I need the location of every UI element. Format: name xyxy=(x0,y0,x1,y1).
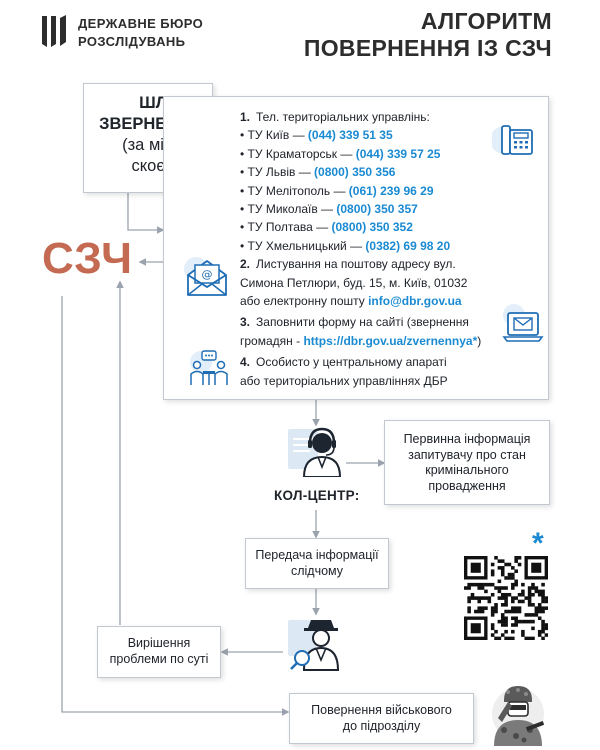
item3-line2a: громадян - xyxy=(240,333,304,348)
phone-row: • ТУ Миколаїв — (0800) 350 357 xyxy=(240,200,481,218)
item2-num: 2. xyxy=(240,257,251,272)
soldier-icon xyxy=(492,686,545,746)
contacts-list: 1. Тел. територіальних управлінь: • ТУ Ки… xyxy=(240,108,481,390)
office-phone[interactable]: (061) 239 96 29 xyxy=(348,183,434,198)
szch-label: СЗЧ xyxy=(42,234,133,283)
item2-line1: Листування на поштову адресу вул. xyxy=(256,257,456,272)
phone-row: • ТУ Київ — (044) 339 51 35 xyxy=(240,126,481,144)
arrow-paths-to-contacts xyxy=(127,192,165,234)
office-name: ТУ Мелітополь — xyxy=(247,183,349,198)
phone-row: • ТУ Хмельницький — (0382) 69 98 20 xyxy=(240,237,481,255)
item1-num: 1. xyxy=(240,110,251,124)
call-operator-icon xyxy=(288,427,342,477)
logo-emblem-icon xyxy=(42,15,66,47)
item1-title: Тел. територіальних управлінь: xyxy=(256,110,430,124)
phone-row: • ТУ Мелітополь — (061) 239 96 29 xyxy=(240,182,481,200)
info-line2: запитувачу про стан xyxy=(408,447,526,462)
transfer-line1: Передача інформації xyxy=(255,548,379,562)
item3-line2b: ) xyxy=(477,333,482,348)
office-name: ТУ Полтава — xyxy=(247,220,332,235)
office-phone[interactable]: (0800) 350 356 xyxy=(314,165,396,180)
svg-text:@: @ xyxy=(202,268,213,281)
email-icon: @ xyxy=(184,257,227,296)
asterisk-mark: * xyxy=(532,527,544,560)
laptop-mail-icon xyxy=(502,304,544,342)
item2-line2: Симона Петлюри, буд. 15, м. Київ, 01032 xyxy=(240,275,468,290)
logo-text: ДЕРЖАВНЕ БЮРО РОЗСЛІДУВАНЬ xyxy=(78,15,203,51)
contacts-box xyxy=(163,96,549,400)
office-name: ТУ Київ — xyxy=(247,128,308,143)
qr-code[interactable] xyxy=(464,556,548,640)
office-name: ТУ Хмельницький — xyxy=(247,238,366,253)
resolve-line2: проблеми по суті xyxy=(109,651,209,666)
bullet: • xyxy=(240,202,245,217)
bullet: • xyxy=(240,220,245,235)
callcenter-info-box: Первинна інформація запитувачу про стан … xyxy=(384,420,550,505)
investigator-icon xyxy=(288,620,340,671)
bullet: • xyxy=(240,146,245,161)
resolve-box: Вирішення проблеми по суті xyxy=(97,626,221,678)
return-box: Повернення військового до підрозділу xyxy=(289,693,474,744)
email-link[interactable]: info@dbr.gov.ua xyxy=(368,294,462,309)
office-phone[interactable]: (0382) 69 98 20 xyxy=(365,238,451,253)
info-line4: провадження xyxy=(428,478,506,493)
return-line1: Повернення військового xyxy=(311,703,452,717)
page-title: АЛГОРИТМ ПОВЕРНЕННЯ ІЗ СЗЧ xyxy=(304,8,552,62)
bullet: • xyxy=(240,183,245,198)
phone-icon xyxy=(492,125,533,155)
item3-num: 3. xyxy=(240,315,251,330)
meeting-icon xyxy=(190,350,228,385)
return-line2: до підрозділу xyxy=(342,718,421,733)
title-line1: АЛГОРИТМ xyxy=(420,8,552,34)
office-name: ТУ Львів — xyxy=(247,165,315,180)
office-name: ТУ Миколаїв — xyxy=(247,202,337,217)
office-phone[interactable]: (044) 339 51 35 xyxy=(307,128,393,143)
item4-line1: Особисто у центральному апараті xyxy=(256,355,447,370)
website-link[interactable]: https://dbr.gov.ua/zvernennya* xyxy=(303,333,478,348)
item2-line3: або електронну пошту xyxy=(240,294,369,309)
office-phone[interactable]: (044) 339 57 25 xyxy=(355,146,441,161)
office-phone[interactable]: (0800) 350 352 xyxy=(331,220,413,235)
phones-list: • ТУ Київ — (044) 339 51 35• ТУ Краматор… xyxy=(240,126,481,255)
phone-row: • ТУ Краматорськ — (044) 339 57 25 xyxy=(240,145,481,163)
phone-row: • ТУ Полтава — (0800) 350 352 xyxy=(240,218,481,236)
office-phone[interactable]: (0800) 350 357 xyxy=(336,202,418,217)
bullet: • xyxy=(240,165,245,180)
info-line1: Первинна інформація xyxy=(403,432,531,446)
transfer-line2: слідчому xyxy=(290,563,344,578)
logo-line1: ДЕРЖАВНЕ БЮРО xyxy=(78,16,204,31)
arrow-szch-to-return xyxy=(61,296,290,716)
transfer-box: Передача інформації слідчому xyxy=(245,538,389,589)
item4-line2: або територіальних управліннях ДБР xyxy=(240,373,448,388)
resolve-line1: Вирішення xyxy=(127,636,191,650)
item4-num: 4. xyxy=(240,355,251,370)
phone-row: • ТУ Львів — (0800) 350 356 xyxy=(240,163,481,181)
item3-line1: Заповнити форму на сайті (звернення xyxy=(256,315,469,330)
office-name: ТУ Краматорськ — xyxy=(247,146,356,161)
callcenter-label: КОЛ-ЦЕНТР: xyxy=(274,488,360,503)
title-line2: ПОВЕРНЕННЯ ІЗ СЗЧ xyxy=(303,35,552,61)
logo-line2: РОЗСЛІДУВАНЬ xyxy=(78,34,186,49)
bullet: • xyxy=(240,238,245,253)
info-line3: кримінального xyxy=(425,463,509,477)
bullet: • xyxy=(240,128,245,143)
